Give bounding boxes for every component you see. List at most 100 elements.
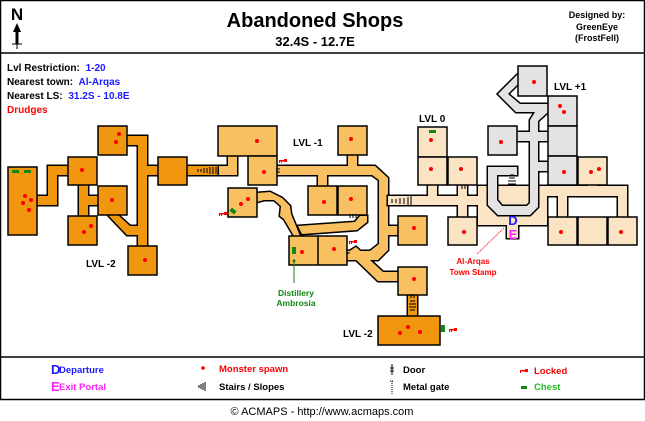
monster-spawn-icon	[462, 230, 466, 234]
monster-spawn-icon	[80, 168, 84, 172]
room	[397, 266, 428, 296]
monster-spawn-icon	[459, 167, 463, 171]
town-stamp-label: Town Stamp	[450, 268, 497, 277]
monster-spawn-icon	[332, 247, 336, 251]
chest-icon	[229, 207, 237, 215]
stairs-icon	[391, 197, 412, 205]
monster-spawn-icon	[110, 198, 114, 202]
room	[247, 155, 278, 186]
monster-spawn-icon	[143, 258, 147, 262]
room	[487, 125, 518, 156]
legend-stairs: Stairs / Slopes	[219, 382, 284, 393]
monster-spawn-icon	[429, 167, 433, 171]
monster-spawn-icon	[589, 170, 593, 174]
monster-spawn-icon	[21, 201, 25, 205]
chest-icon	[24, 170, 31, 173]
monster-spawn-icon	[89, 224, 93, 228]
legend-departure: Departure	[59, 365, 104, 376]
room	[217, 125, 278, 157]
room	[97, 125, 128, 156]
town-stamp-pointer	[476, 227, 505, 255]
stairs-icon	[409, 300, 416, 311]
monster-spawn-icon	[322, 200, 326, 204]
room	[417, 156, 448, 186]
legend: D Departure E Exit Portal Monster spawn …	[51, 362, 567, 394]
distillery-pointer-dot	[292, 259, 296, 263]
monster-spawn-icon	[398, 331, 402, 335]
monster-spawn-icon	[562, 170, 566, 174]
room	[337, 125, 368, 156]
nearest-town: Nearest town: Al-Arqas	[7, 77, 121, 88]
room	[547, 125, 578, 157]
monster-spawn-icon	[82, 230, 86, 234]
designer-label: Designed by:	[569, 10, 626, 20]
nearest-town-label: Nearest town:	[7, 77, 73, 88]
monster-spawn-icon	[597, 167, 601, 171]
monster-spawn-icon	[532, 80, 536, 84]
monster-spawn-icon	[23, 194, 27, 198]
nearest-ls: Nearest LS: 31.2S - 10.8E	[7, 91, 130, 102]
monster-spawn-icon	[412, 277, 416, 281]
monster-spawn-icon	[246, 197, 250, 201]
chest-icon	[292, 247, 296, 254]
stairs-icon	[198, 382, 206, 391]
chest-icon	[429, 130, 436, 133]
room	[547, 155, 578, 186]
stairs-icon	[197, 167, 217, 174]
locked-icon	[349, 240, 357, 244]
designer-server: (FrostFell)	[575, 33, 619, 43]
departure-marker: D	[508, 213, 517, 228]
legend-monster-spawn: Monster spawn	[219, 364, 288, 375]
room	[227, 187, 258, 218]
legend-exit: Exit Portal	[59, 382, 106, 393]
monster-spawn-icon	[499, 140, 503, 144]
chest-icon	[521, 386, 527, 389]
room	[577, 216, 608, 246]
nearest-ls-label: Nearest LS:	[7, 91, 63, 102]
room	[447, 156, 478, 186]
monster-spawns	[21, 80, 623, 335]
lvl-restriction-value: 1-20	[86, 63, 106, 74]
locked-icon	[449, 328, 457, 332]
north-label: N	[11, 5, 23, 24]
level-label: LVL -2	[343, 329, 373, 340]
monster-spawn-icon	[406, 325, 410, 329]
monster-spawn-icon	[558, 104, 562, 108]
monster-spawn-icon	[262, 170, 266, 174]
metal-gate-icon	[390, 380, 394, 394]
lvl-restriction: Lvl Restriction: 1-20	[7, 63, 106, 74]
door-icon	[276, 168, 466, 298]
room	[397, 215, 428, 246]
legend-departure-symbol: D	[51, 362, 60, 377]
lvl-minus2-left-area	[7, 125, 221, 276]
monster-spawn-icon	[27, 208, 31, 212]
legend-metal-gate: Metal gate	[403, 382, 449, 393]
stairs-icon	[349, 214, 357, 218]
monster-spawn-icon	[255, 139, 259, 143]
footer-copyright: © ACMAPS - http://www.acmaps.com	[231, 406, 414, 418]
room	[307, 185, 338, 216]
locked-icon	[279, 159, 287, 163]
level-label: LVL 0	[419, 114, 446, 125]
monster-spawn-icon	[349, 137, 353, 141]
monster-spawn-icon	[29, 198, 33, 202]
legend-door: Door	[403, 365, 425, 376]
dungeon-coordinates: 32.4S - 12.7E	[275, 34, 355, 49]
stairs-icon	[508, 174, 516, 185]
room	[67, 215, 98, 246]
level-label: LVL -1	[293, 138, 323, 149]
monster-spawn-icon	[562, 110, 566, 114]
monster-spawn-icon	[300, 250, 304, 254]
lvl-restriction-label: Lvl Restriction:	[7, 63, 80, 74]
level-label: LVL -2	[86, 259, 116, 270]
locked-icon	[219, 212, 227, 216]
monster-spawn-icon	[114, 140, 118, 144]
legend-exit-symbol: E	[51, 379, 60, 394]
chest-icon	[441, 325, 445, 332]
town-stamp-label: Al-Arqas	[456, 257, 490, 266]
monster-spawn-icon	[349, 197, 353, 201]
north-arrow-icon	[12, 23, 22, 49]
chest-icon	[12, 170, 19, 173]
exit-portal-marker: E	[509, 227, 518, 242]
